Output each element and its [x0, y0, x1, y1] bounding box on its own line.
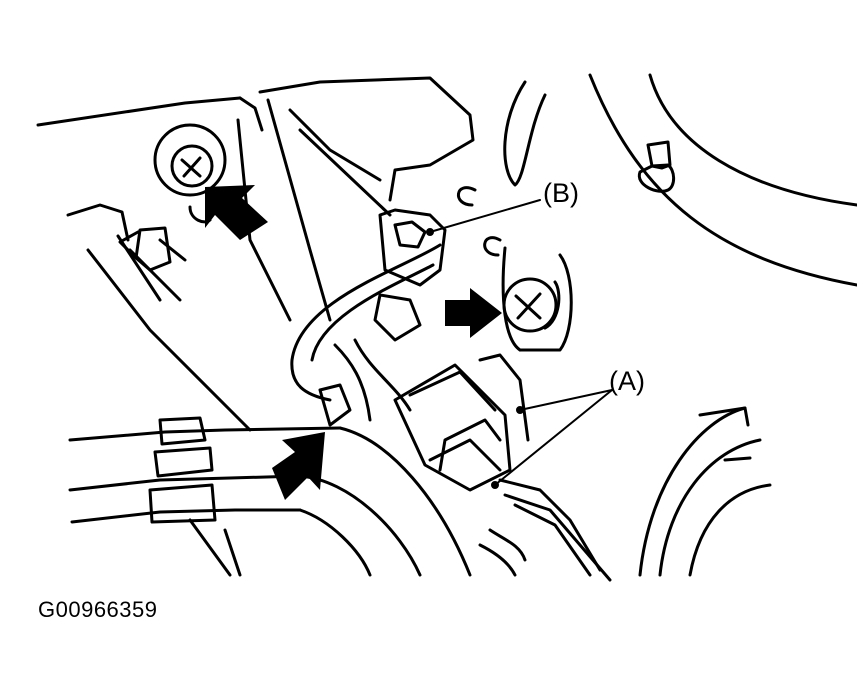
solid-arrow-icon	[272, 432, 325, 500]
callout-label-a: (A)	[609, 366, 645, 396]
pipe	[68, 416, 472, 577]
connector-a	[393, 353, 612, 582]
lower-right-panel	[638, 406, 772, 577]
body-panel	[36, 96, 264, 432]
wire-harness	[290, 208, 447, 427]
upper-right-bolt	[637, 140, 676, 193]
callout-leaders	[426, 199, 613, 489]
solid-arrow-icon	[445, 288, 502, 338]
figure-code: G00966359	[38, 597, 158, 622]
housing	[236, 73, 857, 352]
c-clip-marks	[456, 186, 502, 257]
solid-arrow-icon	[205, 185, 268, 240]
upper-left-bolt	[153, 123, 227, 224]
callout-label-b: (B)	[543, 178, 579, 208]
center-bolt	[502, 277, 561, 333]
